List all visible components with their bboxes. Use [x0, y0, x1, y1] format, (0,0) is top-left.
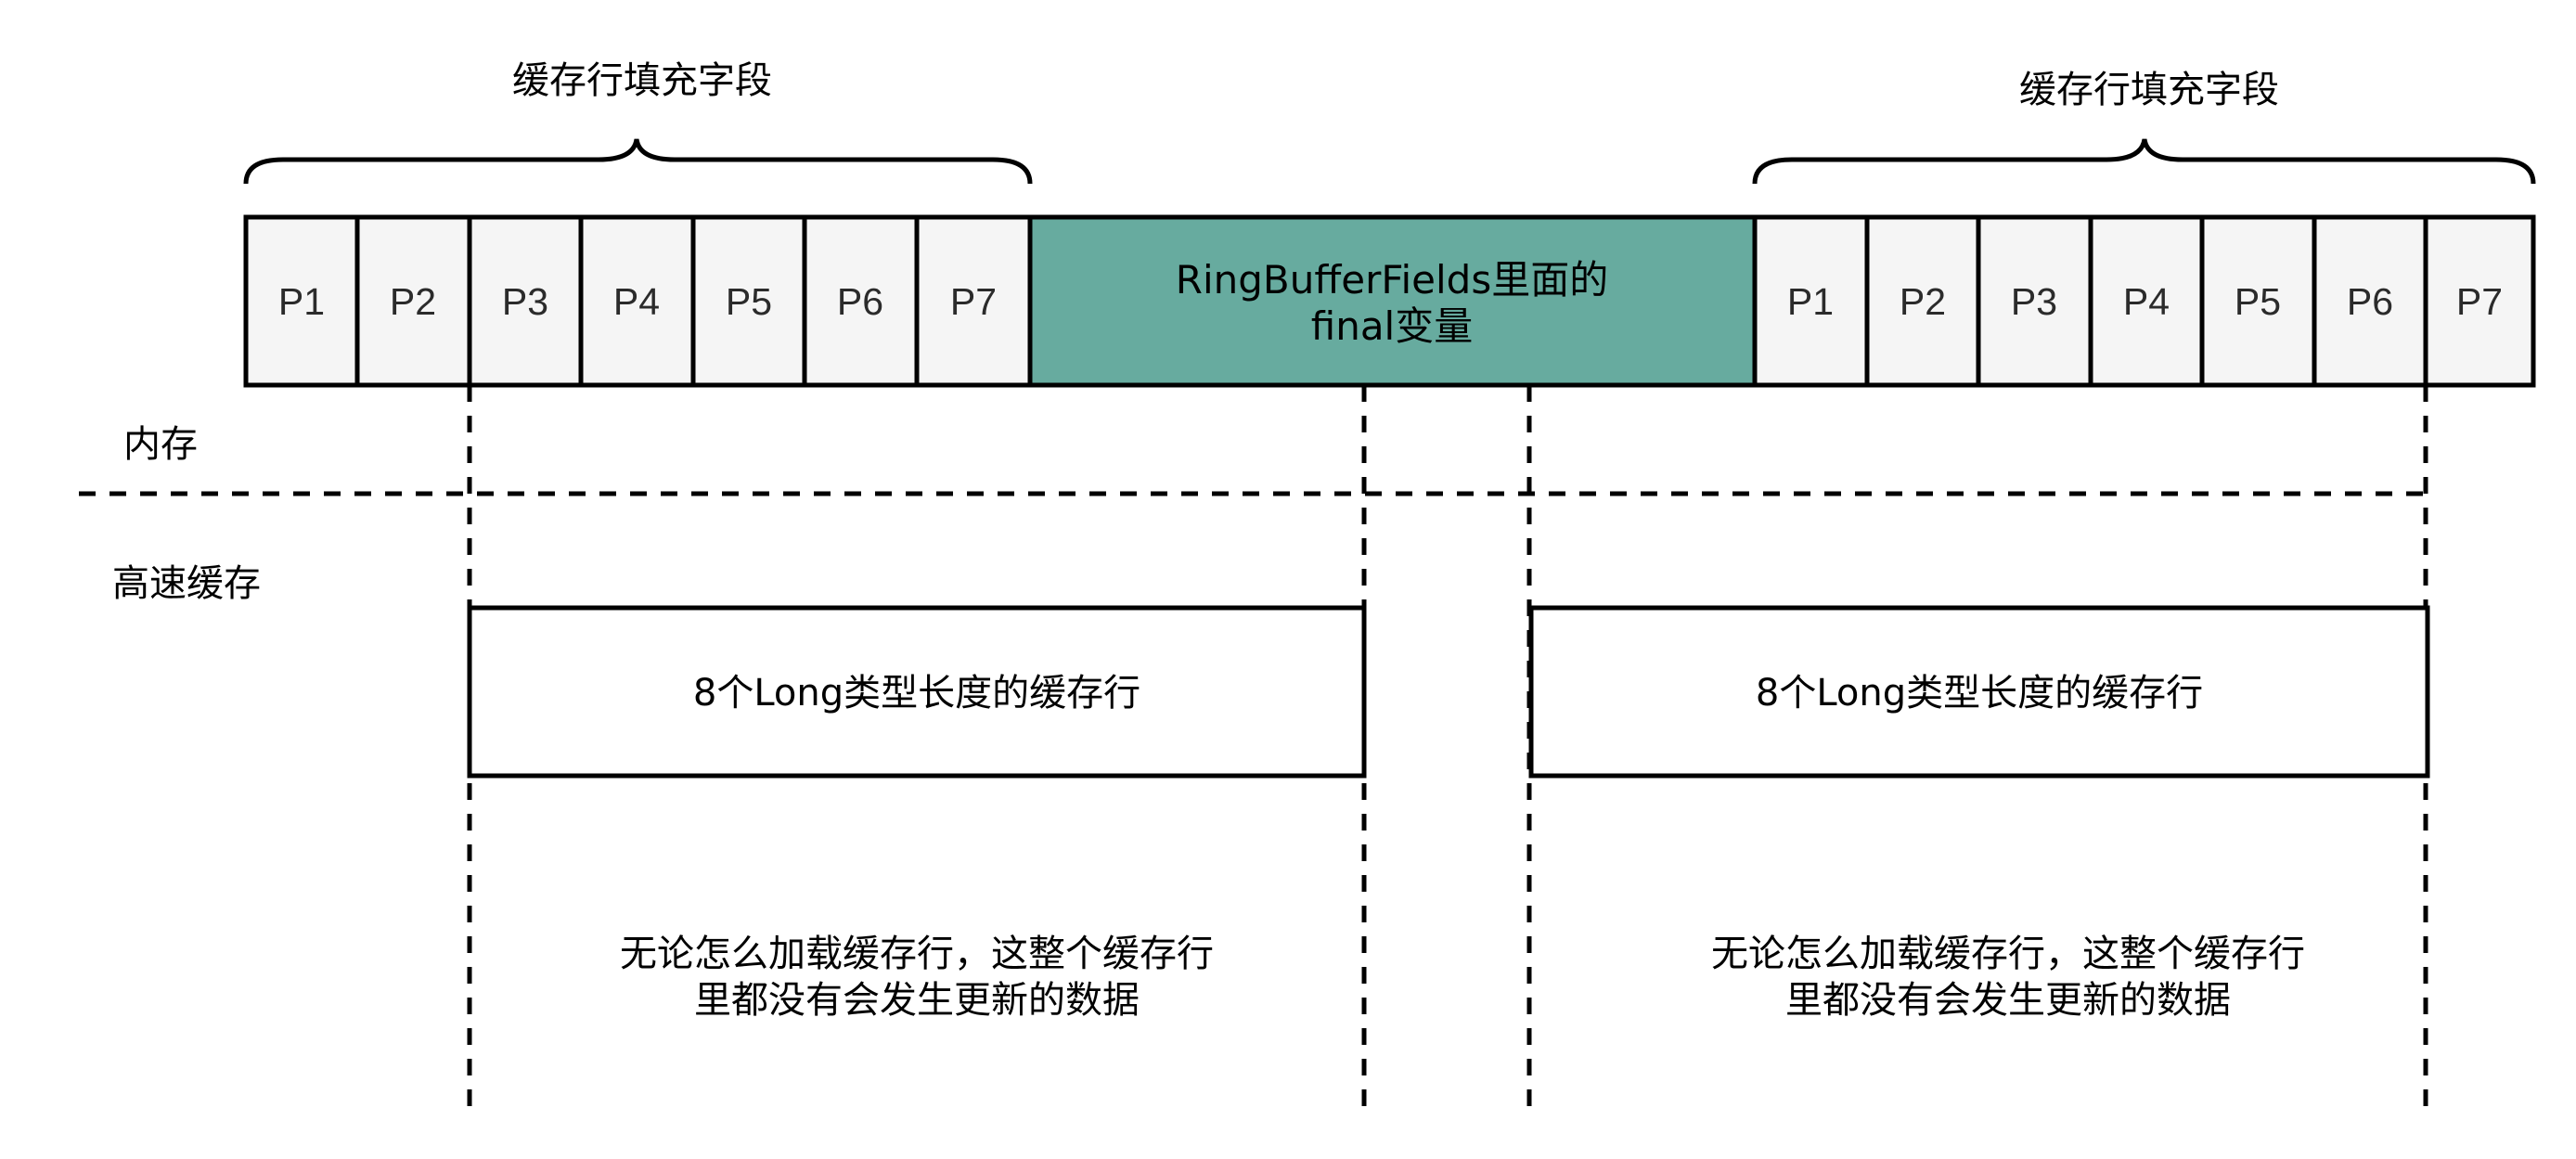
left-note: 无论怎么加载缓存行，这整个缓存行 里都没有会发生更新的数据: [620, 933, 1214, 1022]
svg-text:P7: P7: [2456, 280, 2503, 323]
left-note-line2: 里都没有会发生更新的数据: [694, 979, 1140, 1022]
left-brace: [243, 138, 1033, 185]
ringbuffer-fields-block: RingBufferFields里面的 final变量: [1027, 214, 1758, 388]
memory-label: 内存: [123, 423, 198, 466]
left-brace-label: 缓存行填充字段: [512, 59, 772, 102]
left-padding-cells: P1 P2 P3 P4 P5 P6: [243, 214, 1033, 388]
svg-text:P2: P2: [390, 280, 436, 323]
left-padding-cell: P4: [578, 214, 696, 388]
svg-text:P1: P1: [1787, 280, 1834, 323]
right-note: 无论怎么加载缓存行，这整个缓存行 里都没有会发生更新的数据: [1711, 933, 2305, 1022]
cache-label: 高速缓存: [112, 562, 261, 605]
left-padding-cell: P1: [243, 214, 360, 388]
right-cache-line-box: 8个Long类型长度的缓存行: [1528, 605, 2430, 779]
right-padding-cell: P6: [2312, 214, 2428, 388]
right-padding-cell: P2: [1864, 214, 1981, 388]
right-note-line2: 里都没有会发生更新的数据: [1785, 979, 2231, 1022]
right-padding-cell: P5: [2199, 214, 2317, 388]
svg-text:P7: P7: [950, 280, 997, 323]
ringbuffer-fields-label-line2: final变量: [1311, 303, 1473, 349]
right-brace: [1752, 138, 2536, 185]
left-padding-cell: P3: [467, 214, 584, 388]
left-padding-cell: P7: [914, 214, 1033, 388]
svg-text:P3: P3: [502, 280, 548, 323]
left-padding-cell: P6: [802, 214, 920, 388]
svg-text:P5: P5: [726, 280, 772, 323]
right-padding-cells: P1 P2 P3 P4 P5 P6: [1752, 214, 2536, 388]
svg-text:P6: P6: [837, 280, 883, 323]
right-padding-cell: P4: [2088, 214, 2205, 388]
right-padding-cell: P1: [1752, 214, 1870, 388]
svg-text:P4: P4: [2123, 280, 2170, 323]
svg-text:P4: P4: [613, 280, 660, 323]
left-note-line1: 无论怎么加载缓存行，这整个缓存行: [620, 933, 1214, 975]
right-brace-label: 缓存行填充字段: [2019, 69, 2279, 111]
ringbuffer-fields-label-line1: RingBufferFields里面的: [1176, 257, 1608, 303]
svg-text:P6: P6: [2347, 280, 2393, 323]
right-padding-cell: P7: [2423, 214, 2536, 388]
svg-text:P3: P3: [2011, 280, 2057, 323]
left-padding-cell: P5: [690, 214, 807, 388]
left-cache-line-label: 8个Long类型长度的缓存行: [693, 672, 1140, 715]
svg-text:P5: P5: [2235, 280, 2281, 323]
svg-text:P1: P1: [278, 280, 325, 323]
left-cache-line-box: 8个Long类型长度的缓存行: [467, 605, 1367, 779]
right-cache-line-label: 8个Long类型长度的缓存行: [1756, 672, 2203, 715]
left-padding-cell: P2: [354, 214, 472, 388]
right-padding-cell: P3: [1976, 214, 2093, 388]
svg-text:P2: P2: [1900, 280, 1946, 323]
right-note-line1: 无论怎么加载缓存行，这整个缓存行: [1711, 933, 2305, 975]
